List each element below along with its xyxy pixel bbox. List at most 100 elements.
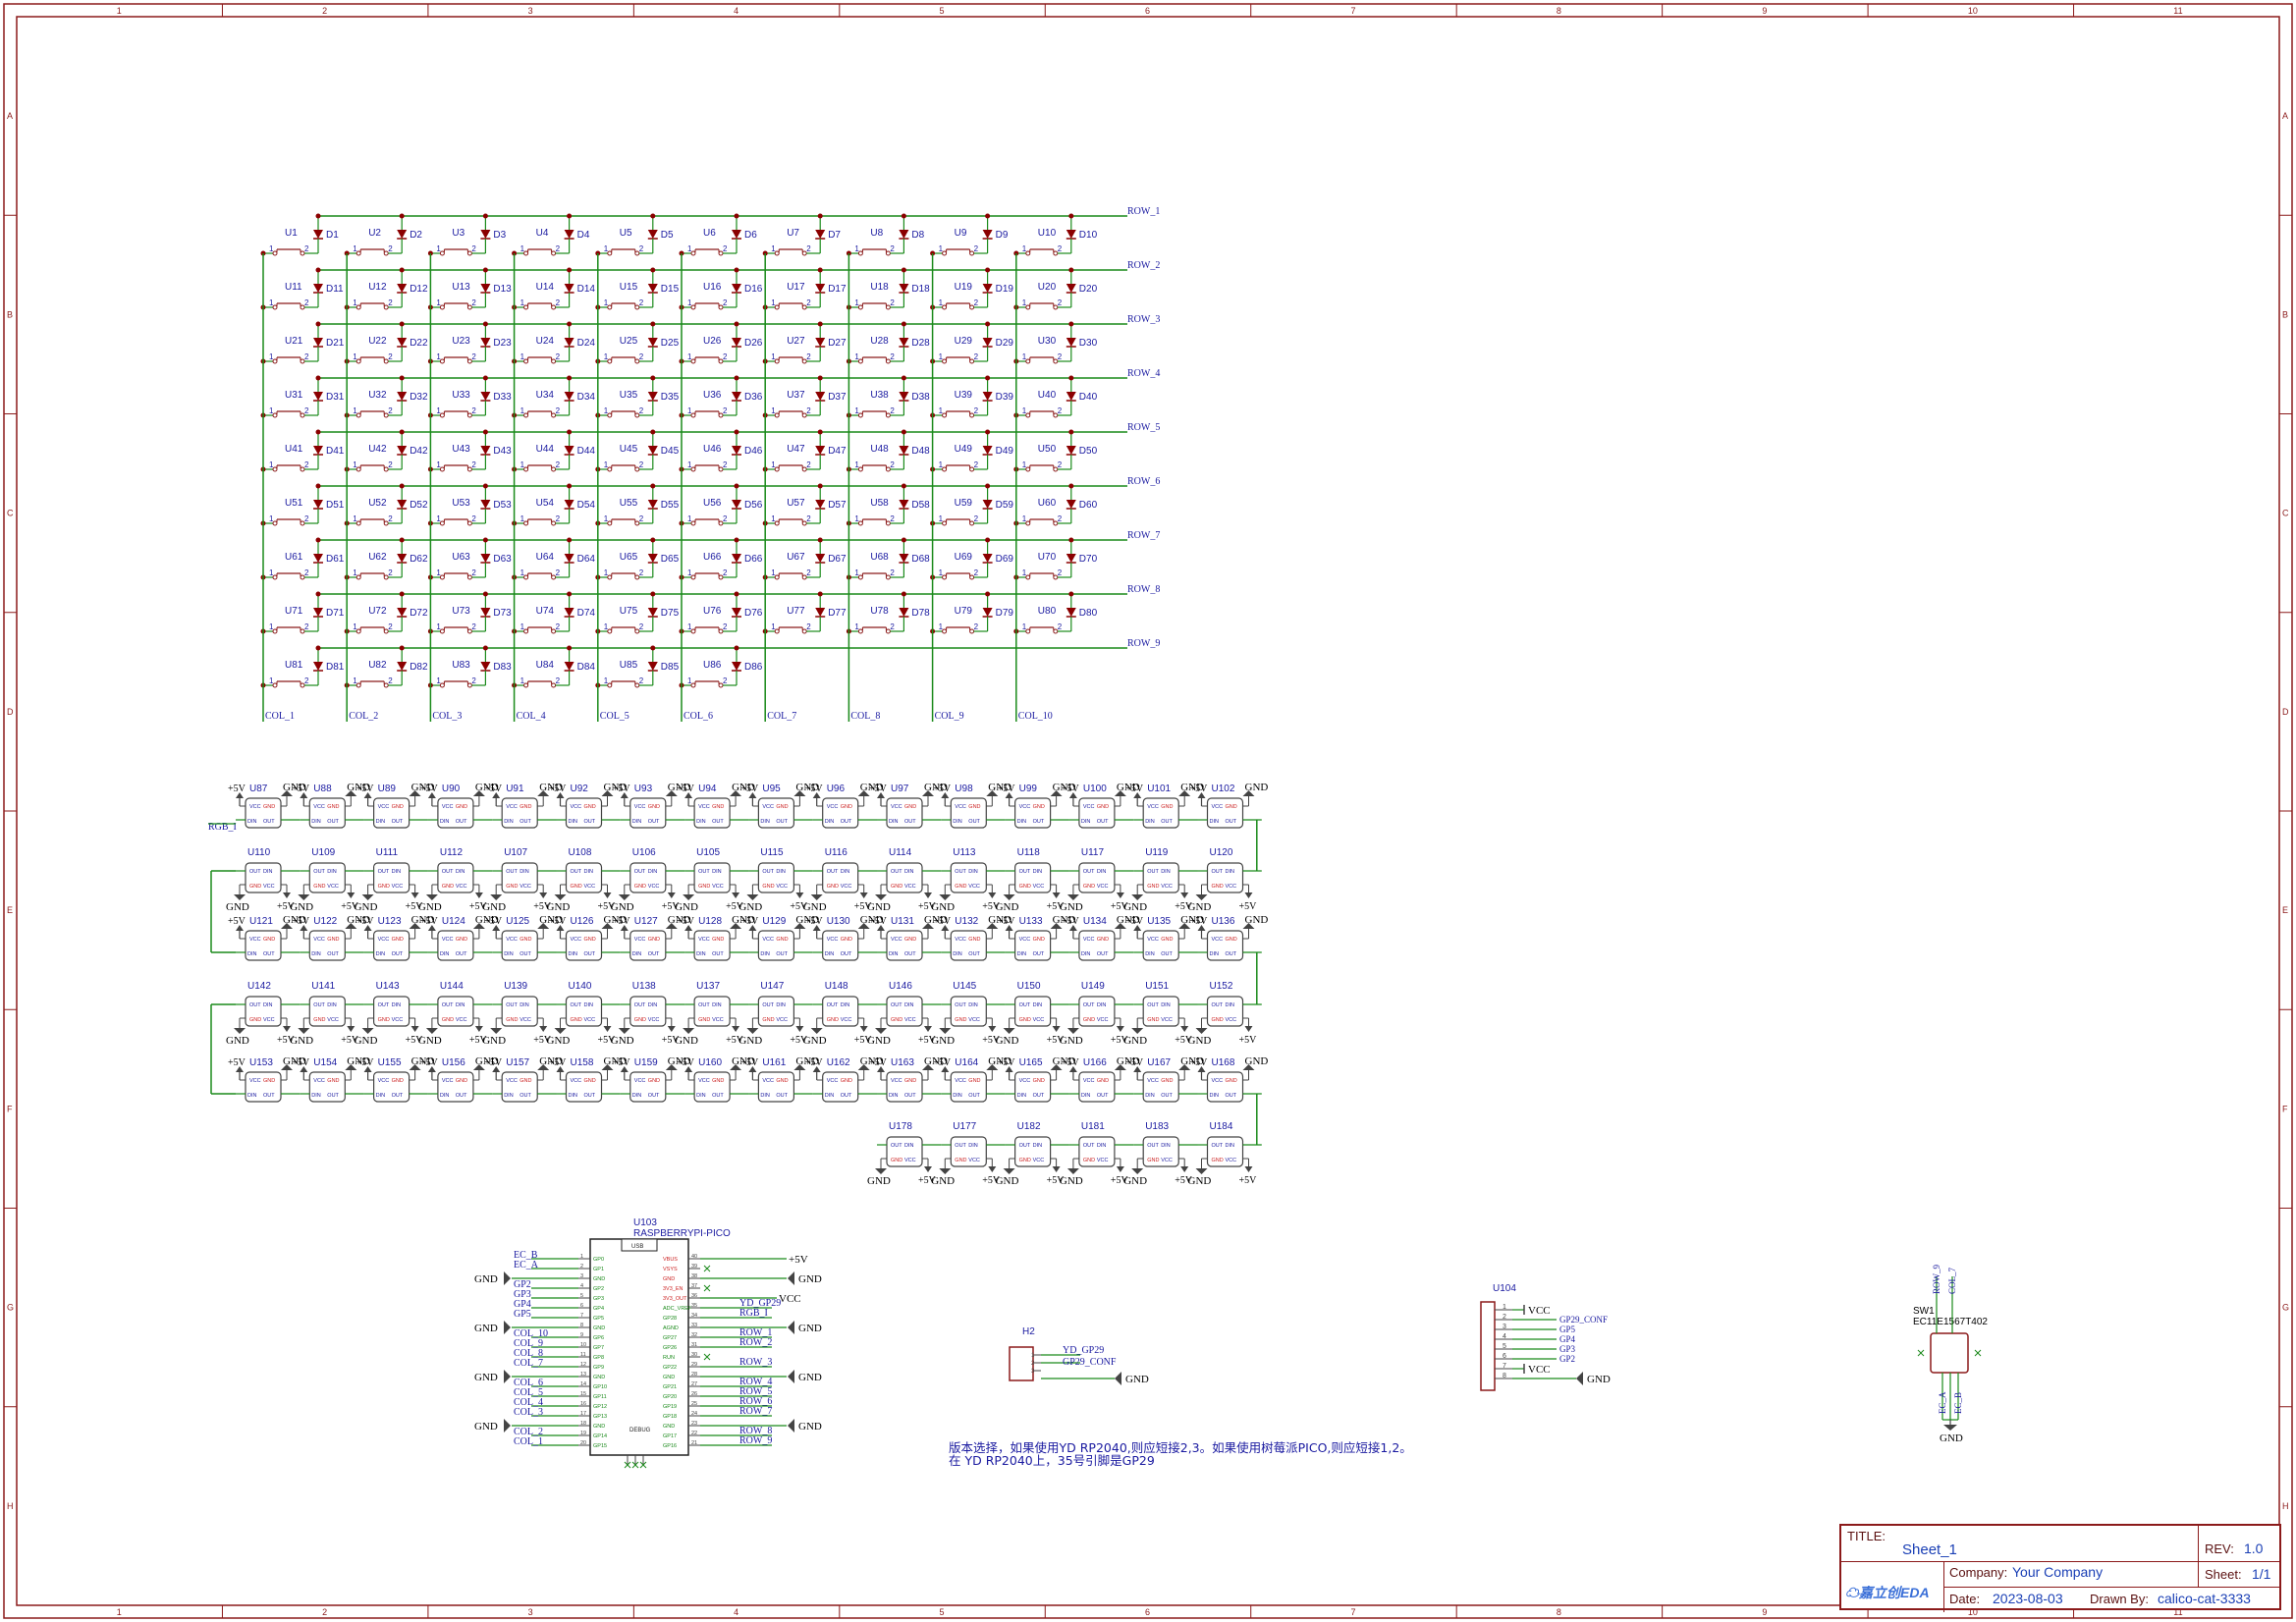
led-package	[886, 862, 923, 893]
led-pin-text: DIN	[1145, 1093, 1155, 1099]
pico-pin-number: 39	[691, 1264, 697, 1270]
junction	[817, 375, 823, 381]
led-pin-text: VCC	[891, 804, 902, 810]
led-ref: U125	[506, 916, 529, 927]
col-index-top: 9	[1762, 6, 1767, 16]
led-pin-text: OUT	[571, 869, 582, 875]
led-package	[757, 930, 795, 961]
col-index-bottom: 1	[117, 1607, 122, 1617]
switch-contact	[774, 466, 780, 472]
led-pin-text: GND	[519, 1078, 531, 1084]
led-ref: U114	[889, 847, 912, 858]
diode-symbol	[480, 500, 491, 509]
vcc-label: +5V	[1111, 1175, 1129, 1186]
gnd-symbol	[1576, 1372, 1583, 1385]
vcc-label: +5V	[469, 1035, 488, 1046]
led-pin-text: GND	[968, 804, 980, 810]
led-pin-text: DIN	[263, 869, 273, 875]
diode-ref: D18	[911, 284, 930, 295]
diode-symbol	[982, 446, 993, 455]
led-ref: U139	[504, 981, 527, 992]
switch-ref: U83	[452, 660, 470, 671]
pico-pin-number: 30	[691, 1352, 697, 1358]
pico-pin-name: GP14	[593, 1433, 607, 1439]
vcc-symbol	[1197, 1066, 1206, 1072]
diode-ref: D69	[996, 554, 1014, 565]
vcc-label: +5V	[662, 901, 681, 912]
switch-contact	[607, 466, 613, 472]
led-ref: U152	[1210, 981, 1233, 992]
switch-contact	[942, 358, 948, 364]
led-pin-text: GND	[519, 937, 531, 943]
gnd-symbol	[1003, 1168, 1015, 1174]
vcc-symbol	[236, 925, 244, 931]
junction	[817, 537, 823, 543]
gnd-label: GND	[411, 782, 435, 793]
switch-contact	[439, 520, 445, 526]
switch-contact	[857, 250, 863, 256]
led-pin-text: OUT	[442, 869, 454, 875]
vcc-symbol	[1116, 1166, 1124, 1172]
switch-contact	[439, 628, 445, 634]
gnd-symbol	[810, 1028, 823, 1034]
switch-contact	[774, 304, 780, 310]
led-pin-text: VCC	[1083, 937, 1095, 943]
pico-pin-name: GND	[663, 1276, 675, 1282]
vcc-symbol	[1133, 925, 1142, 931]
u104-pin-number: 2	[1503, 1314, 1506, 1321]
gnd-symbol	[425, 894, 438, 900]
led-pin-text: GND	[456, 937, 467, 943]
pin-number: 1	[353, 298, 357, 307]
led-package	[1142, 996, 1179, 1027]
title-label: TITLE:	[1847, 1529, 1886, 1543]
led-package	[437, 1071, 474, 1103]
diode-ref: D13	[493, 284, 512, 295]
led-pin-text: VCC	[1019, 937, 1031, 943]
gnd-label: GND	[738, 1035, 762, 1047]
vcc-label: +5V	[292, 784, 310, 794]
gnd-symbol	[788, 1321, 794, 1334]
vcc-symbol	[492, 1066, 501, 1072]
logo-text: 嘉立创EDA	[1859, 1585, 1930, 1600]
gnd-symbol	[810, 894, 823, 900]
vcc-label: +5V	[1239, 901, 1258, 912]
led-ref: U149	[1081, 981, 1105, 992]
led-pin-text: DIN	[696, 1093, 706, 1099]
pin-number: 1	[269, 514, 274, 523]
gnd-symbol	[1114, 1064, 1126, 1070]
switch-ref: U84	[536, 660, 555, 671]
gnd-symbol	[1131, 894, 1144, 900]
pin-number: 1	[436, 244, 441, 253]
pin-number: 1	[854, 352, 859, 361]
vcc-symbol	[539, 892, 548, 898]
pico-net-label: ROW_2	[739, 1337, 772, 1348]
led-pin-text: DIN	[632, 819, 642, 825]
led-package	[1078, 996, 1116, 1027]
led-package	[629, 996, 667, 1027]
led-pin-text: VCC	[762, 1078, 774, 1084]
diode-symbol	[732, 338, 741, 347]
gnd-label: GND	[798, 1323, 822, 1334]
pin-number: 2	[1058, 622, 1063, 631]
junction	[482, 591, 488, 597]
diode-symbol	[1066, 554, 1076, 563]
junction	[817, 267, 823, 273]
pin-number: 2	[471, 460, 476, 469]
switch-contact	[1025, 628, 1031, 634]
led-pin-text: GND	[378, 1017, 390, 1023]
gnd-symbol	[857, 1064, 870, 1070]
diode-ref: D40	[1079, 392, 1098, 403]
col-net-label: COL_3	[432, 711, 462, 722]
switch-contact	[607, 682, 613, 688]
vcc-symbol	[1133, 792, 1142, 798]
company-label: Company:	[1949, 1565, 2008, 1580]
gnd-symbol	[234, 1028, 246, 1034]
led-pin-text: VCC	[456, 1017, 467, 1023]
pico-pin-name: GP6	[593, 1335, 604, 1341]
led-ref: U110	[247, 847, 271, 858]
pin-number: 2	[723, 352, 728, 361]
gnd-label: GND	[931, 1035, 955, 1047]
led-pin-text: OUT	[1097, 951, 1109, 957]
led-pin-text: OUT	[506, 1002, 518, 1008]
